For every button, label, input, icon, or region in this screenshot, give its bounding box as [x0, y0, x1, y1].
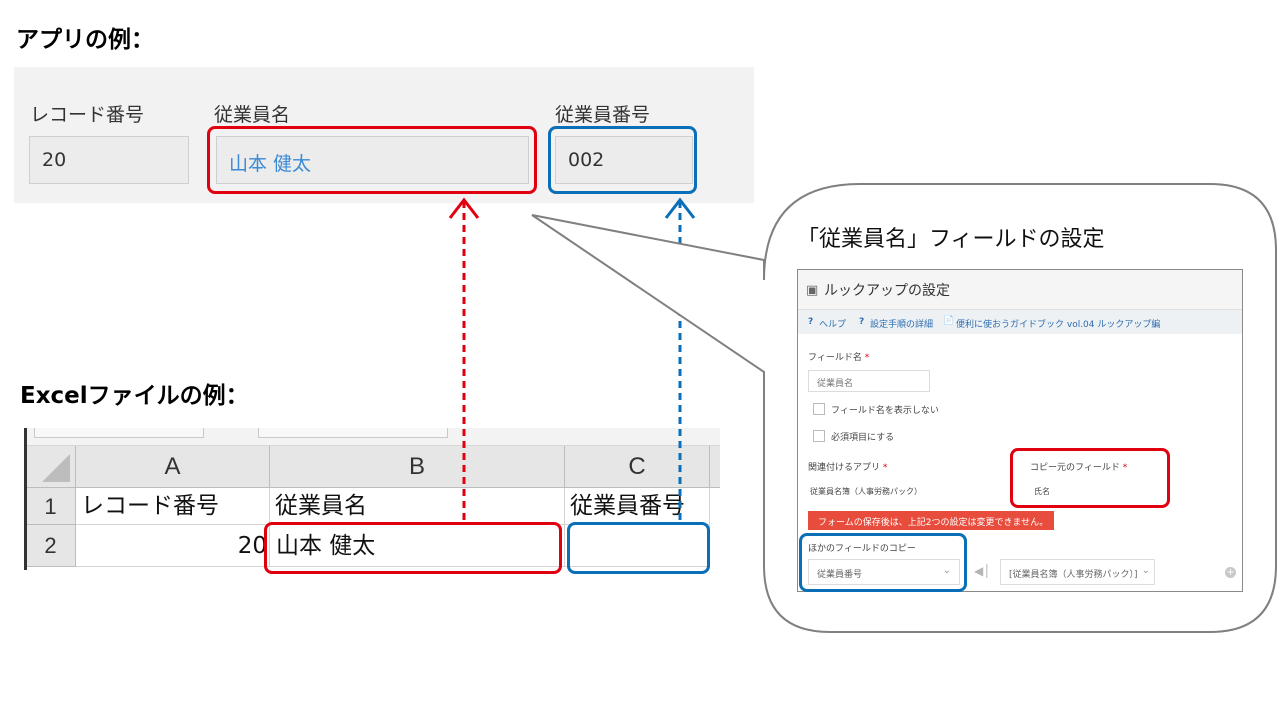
- other-copy-label: ほかのフィールドのコピー: [808, 544, 916, 554]
- employee-name-highlight: [207, 126, 537, 194]
- column-header-c[interactable]: C: [565, 446, 710, 488]
- column-header-next[interactable]: [710, 446, 720, 488]
- hide-field-name-checkbox[interactable]: [813, 403, 825, 415]
- copy-source-value: 氏名: [1034, 487, 1050, 496]
- settings-help-links: ? ヘルプ ? 設定手順の詳細 📄 便利に使おうガイドブック vol.04 ルッ…: [798, 310, 1242, 334]
- app-record-panel: レコード番号 20 従業員名 山本 健太 従業員番号 002: [14, 67, 754, 203]
- cell-a1[interactable]: レコード番号: [76, 488, 270, 525]
- excel-toolbar-strip: [26, 428, 720, 446]
- column-header-a[interactable]: A: [76, 446, 270, 488]
- cell-c2[interactable]: [565, 525, 710, 567]
- row-header-2[interactable]: 2: [26, 525, 76, 567]
- chevron-down-icon: ⌄: [942, 565, 951, 576]
- excel-toolbar-tab: [34, 428, 204, 438]
- document-icon: 📄: [943, 316, 955, 326]
- excel-toolbar-tab: [258, 428, 448, 438]
- excel-left-border: [24, 428, 27, 570]
- select-all-triangle-icon: [42, 454, 70, 482]
- related-app-value: 従業員名簿（人事労務パック）: [810, 487, 922, 496]
- excel-employee-name-highlight: [264, 522, 562, 574]
- cell-b1[interactable]: 従業員名: [270, 488, 565, 525]
- details-link[interactable]: 設定手順の詳細: [870, 320, 934, 330]
- excel-corner-cell[interactable]: [26, 446, 76, 488]
- copy-source-highlight: [1010, 448, 1170, 508]
- employee-number-highlight: [548, 126, 697, 194]
- excel-sheet: A B C 1 レコード番号 従業員名 従業員番号 2 20 山本 健太: [26, 428, 720, 570]
- guidebook-link[interactable]: 便利に使おうガイドブック vol.04 ルックアップ編: [956, 320, 1161, 330]
- related-app-label: 関連付けるアプリ *: [808, 463, 888, 473]
- chevron-down-icon: ⌄: [1141, 565, 1150, 576]
- cell-b2[interactable]: 山本 健太: [270, 525, 565, 567]
- add-row-icon[interactable]: +: [1225, 567, 1236, 578]
- required-label: 必須項目にする: [831, 433, 895, 443]
- copy-source-label: コピー元のフィールド *: [1030, 463, 1128, 473]
- column-header-b[interactable]: B: [270, 446, 565, 488]
- lookup-settings-panel: ▣ ルックアップの設定 ? ヘルプ ? 設定手順の詳細 📄 便利に使おうガイドブ…: [797, 269, 1243, 592]
- excel-employee-number-highlight: [567, 522, 710, 574]
- other-copy-select-value: 従業員番号: [817, 570, 863, 580]
- hide-field-name-label: フィールド名を表示しない: [831, 406, 939, 416]
- required-checkbox[interactable]: [813, 430, 825, 442]
- app-example-heading: アプリの例：: [16, 27, 154, 53]
- arrow-left-icon: ◀│: [974, 564, 991, 578]
- copy-source-select[interactable]: [従業員名簿（人事労務パック）] ⌄: [1000, 559, 1155, 585]
- settings-title: ルックアップの設定: [824, 283, 950, 299]
- details-question-icon: ?: [859, 317, 865, 327]
- lookup-icon: ▣: [806, 283, 819, 298]
- callout-title: 「従業員名」フィールドの設定: [797, 227, 1105, 252]
- other-copy-highlight: [799, 533, 967, 592]
- employee-number-field[interactable]: 002: [555, 136, 693, 184]
- excel-example-heading: Excelファイルの例：: [20, 383, 249, 409]
- red-arrow-head-icon: [448, 197, 480, 219]
- cell-c1[interactable]: 従業員番号: [565, 488, 710, 525]
- field-name-label: フィールド名 *: [808, 353, 870, 363]
- record-number-label: レコード番号: [30, 104, 145, 126]
- other-copy-select[interactable]: 従業員番号 ⌄: [808, 559, 960, 585]
- blue-arrow-head-icon: [664, 197, 696, 219]
- employee-name-field[interactable]: 山本 健太: [216, 136, 529, 184]
- cell-a2[interactable]: 20: [76, 525, 270, 567]
- help-link[interactable]: ヘルプ: [819, 320, 847, 330]
- record-number-field[interactable]: 20: [29, 136, 189, 184]
- settings-header-bar: ▣ ルックアップの設定: [798, 270, 1242, 310]
- copy-source-select-value: [従業員名簿（人事労務パック）]: [1009, 570, 1138, 580]
- row-header-1[interactable]: 1: [26, 488, 76, 525]
- field-name-input[interactable]: 従業員名: [808, 370, 930, 392]
- error-message: フォームの保存後は、上記2つの設定は変更できません。: [808, 511, 1054, 530]
- help-question-icon: ?: [808, 317, 814, 327]
- employee-number-label: 従業員番号: [555, 104, 651, 126]
- employee-name-label: 従業員名: [214, 104, 291, 126]
